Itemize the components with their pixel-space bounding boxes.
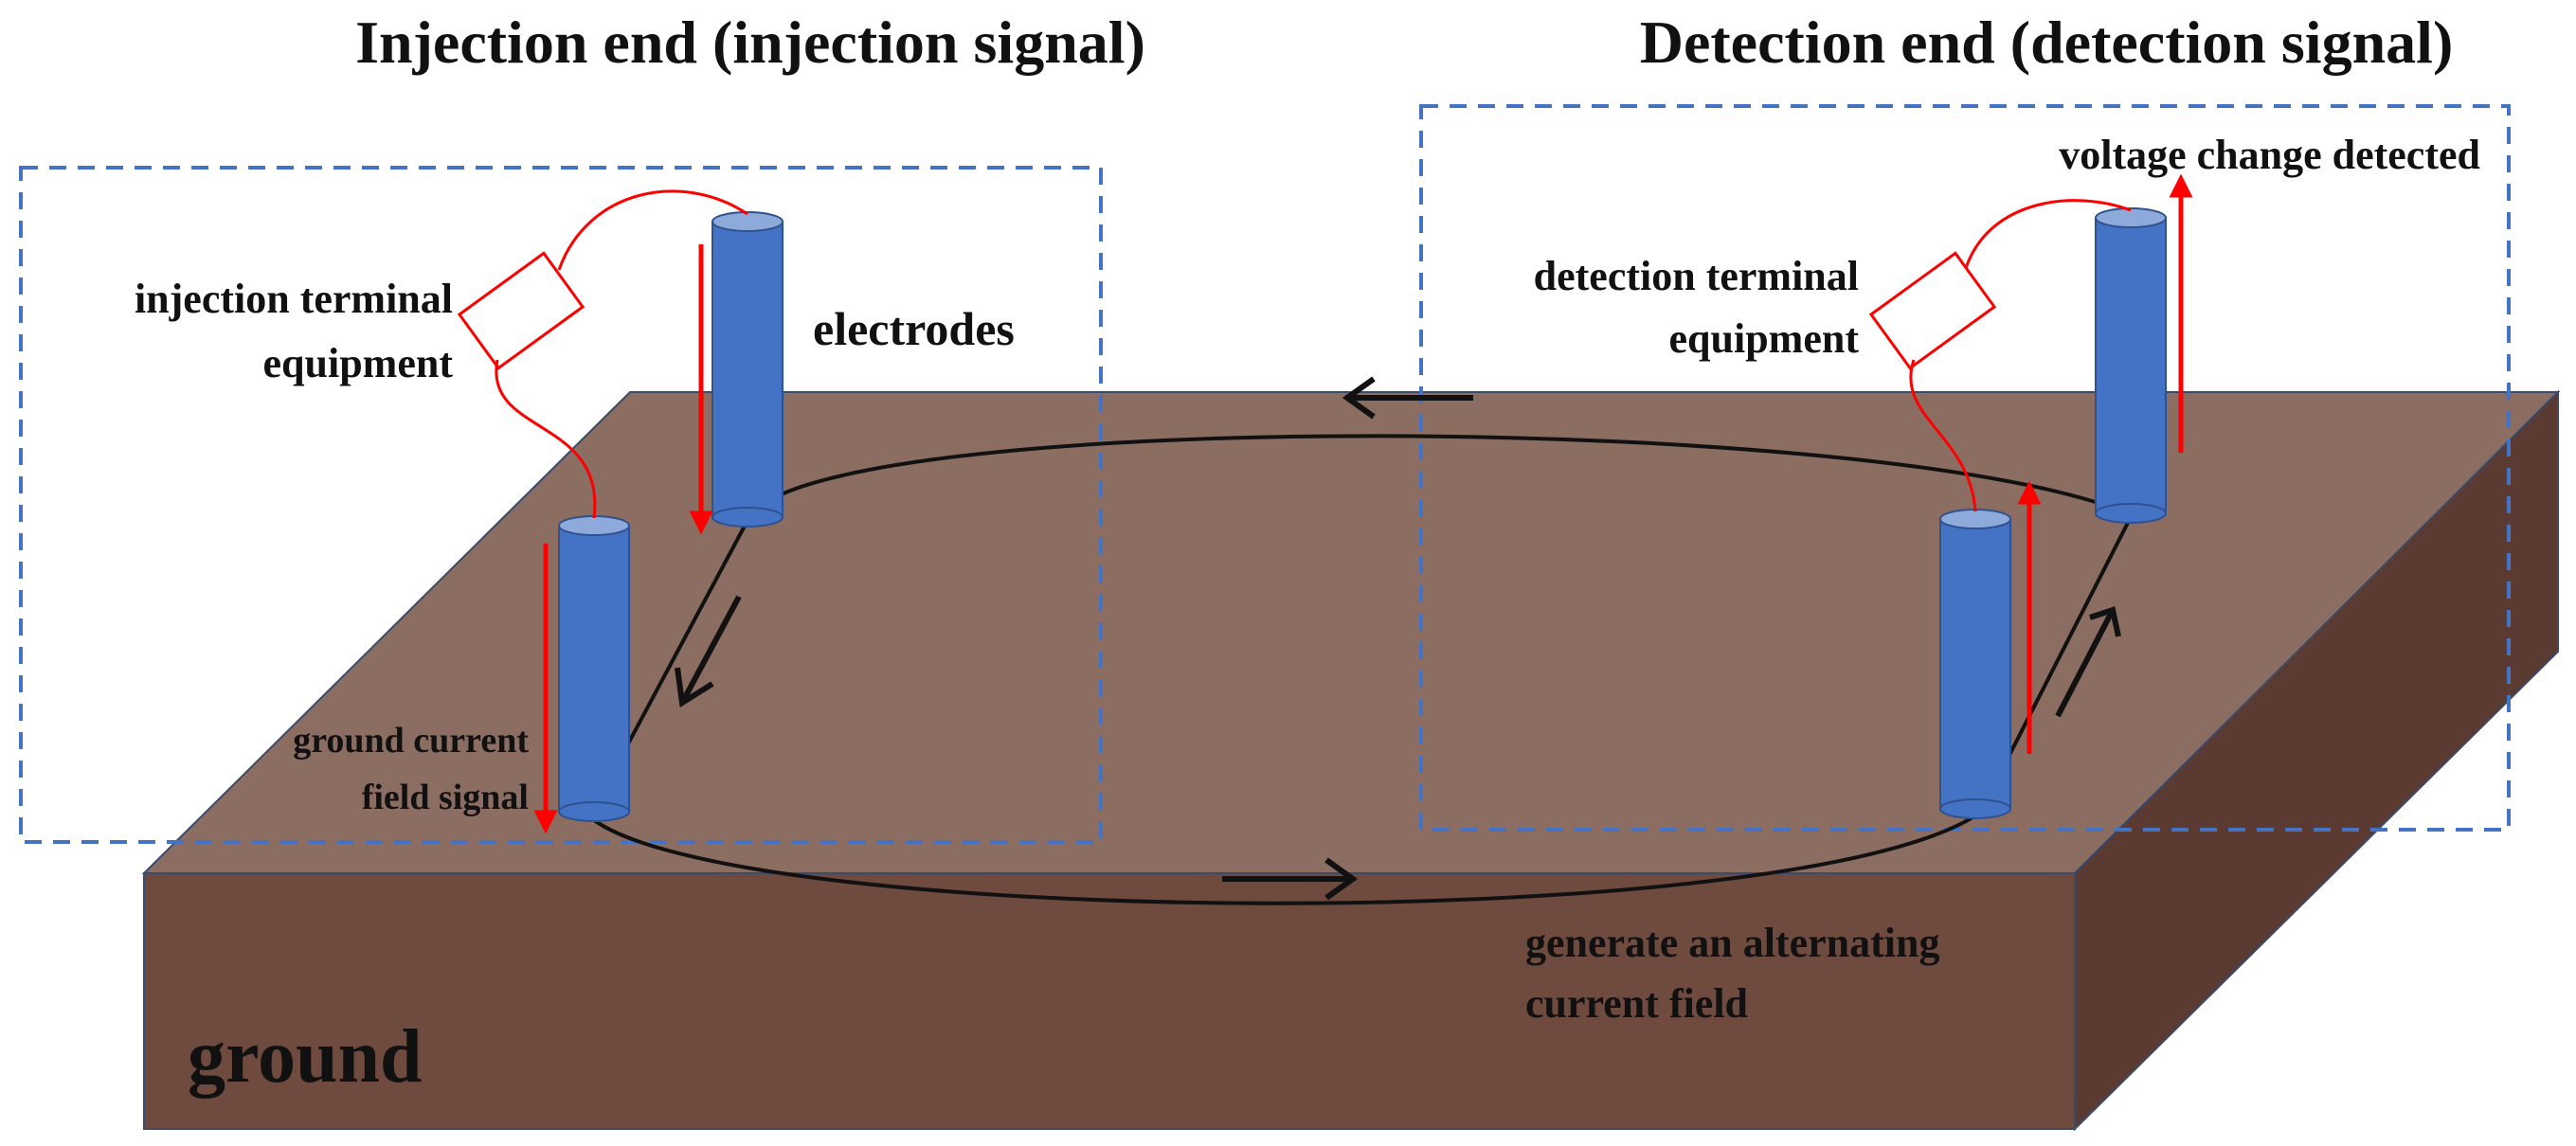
- injection-wire-to-front-electrode: [495, 359, 597, 519]
- electrodes-label: electrodes: [813, 302, 1015, 355]
- detection-wire-to-back-electrode: [1964, 199, 2132, 269]
- electrode-injection-back: [712, 211, 784, 528]
- ground-front-face: [143, 872, 2076, 1130]
- loop-arrow-bottom: [1222, 857, 1359, 901]
- loop-arrow-left: [675, 595, 742, 708]
- injection-end-title: Injection end (injection signal): [355, 9, 1145, 76]
- loop-arrow-top: [1342, 376, 1473, 420]
- detection-equipment-label-line1: detection terminal: [1534, 253, 1859, 299]
- detection-wire-to-front-electrode: [1909, 359, 1977, 512]
- loop-arrow-right: [2055, 606, 2121, 718]
- detection-end-box: [1419, 104, 2511, 832]
- injection-end-box: [19, 166, 1103, 844]
- voltage-change-label: voltage change detected: [2059, 132, 2480, 178]
- ground-current-label-line1: ground current: [293, 721, 529, 761]
- injection-equipment-label-line1: injection terminal: [135, 276, 453, 322]
- detection-terminal-equipment-box: [1868, 251, 1997, 370]
- electrode-detection-back: [2095, 207, 2167, 524]
- detection-equipment-label-line2: equipment: [1669, 315, 1860, 362]
- ground-label: ground: [188, 1015, 423, 1099]
- ground-current-label-line2: field signal: [362, 778, 529, 817]
- electrode-injection-front: [558, 515, 630, 822]
- ground-side-face: [2074, 389, 2559, 1132]
- injection-terminal-equipment-box: [457, 251, 585, 370]
- injection-wire-to-back-electrode: [557, 189, 748, 271]
- injection-equipment-label-line2: equipment: [263, 340, 454, 386]
- electrode-detection-front: [1939, 509, 2011, 819]
- detection-end-title: Detection end (detection signal): [1640, 9, 2454, 76]
- alternating-field-label-line2: current field: [1525, 980, 1748, 1027]
- alternating-field-label-line1: generate an alternating: [1525, 920, 1939, 966]
